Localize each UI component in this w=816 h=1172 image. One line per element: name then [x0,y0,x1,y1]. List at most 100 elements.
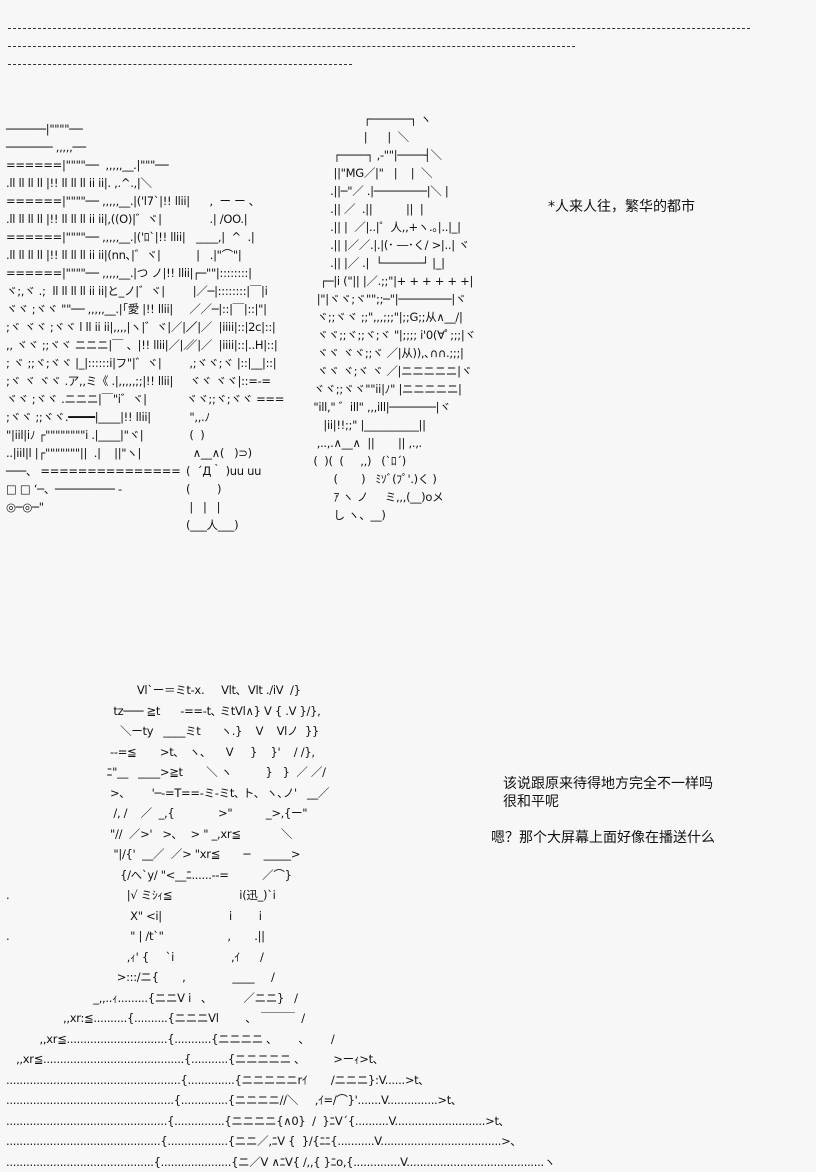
dialogue-line-2: 很和平呢 [503,793,559,811]
ascii-art-line: ＼ーty ____ミt ヽ.} V Vlノ }} [6,721,555,742]
ascii-art-line: {/へ`y/ "<__ﾆ......--= ／⌒} [6,865,555,886]
ascii-art-line: ﾆ"__ ____>≧t ＼ ヽ } } ／ ／/ [6,762,555,783]
ascii-art-line: ヾヾ;;ヾ;ヾヾ === [186,390,284,408]
ascii-art-line: ; ヾ ;;ヾ;ヾヾ |_|::::::i|フ"|゛ヾ| [6,354,197,372]
ascii-art-line: □ □ ‘─、───────── - [6,480,197,498]
ascii-art-line: "// ／>' >､ > " _,xr≦ ＼ [6,824,555,845]
ascii-art-line: し ヽ、__) [310,506,476,524]
ascii-art-line: .||─"／ .|────────|＼ | [310,182,476,200]
ascii-art-line: . |√ ミｼｨ≦ i(迅_)`i [6,885,555,906]
ascii-art-line: ヾヾ ヾヾ;;ヾ ／|从)),､∩∩.;;;| [310,344,476,362]
ascii-art-line: ヾヾ;;ヾ;;ヾ;ヾ "|;;;; i'0(∀ﾟ;;;|ヾ [310,326,476,344]
ascii-art-line [186,174,284,192]
ascii-art-line: (___人___) [186,516,284,534]
ascii-art-line: ======|""""── ,,,,,__.|('ﾛ`|!! llii| [6,228,197,246]
ascii-art-line: , ー ー 、 [186,192,284,210]
ascii-art-line: tz─── ≧t -==-t､ ミtVl∧} V { .V }/}, [6,701,555,722]
ascii-art-line: >､ '─-=T==-ミ-ミt､ ト､ ヽ､ノ' __／ [6,783,555,804]
top-rule-3 [8,64,352,65]
ascii-art-line: |"|ヾヾ;ヾ"";;─"|────────|ヾ [310,290,476,308]
ascii-art-line: ",,.ﾉ [186,408,284,426]
dialogue-line-1: 该说跟原来待得地方完全不一样吗 [503,775,713,793]
ascii-art-line: ======|""""── ,,,,,__.|"""── [6,156,197,174]
ascii-art-line: "|/{' __／ ／> "xr≦ ─ _____> [6,844,555,865]
ascii-art-line: ( ´Д｀ )uu uu [186,462,284,480]
big-screen-building-ascii-art: ┌──────┐ ヽ | | ＼ ┌────┐ ,-""|────┤＼ ||"M… [310,110,476,524]
ascii-art-line: ,, ヾヾ ;;ヾヾ ニニニ|￣ 、|!! llii|／|／ [6,336,197,354]
top-rule-1 [8,28,750,29]
ascii-art-line: ┌──────┐ ヽ [310,110,476,128]
city-buildings-ascii-art: ──────|""""───────── ,,,,,──======|""""─… [6,120,197,516]
narration-caption: *人来人往，繁华的都市 [548,198,695,216]
ascii-art-line: .|| |／ .| └──────┘ |_| [310,254,476,272]
ascii-art-line: | | ＼ [310,128,476,146]
ascii-art-line: ,;ヾヾ;ヾ |::|__|::| [186,354,284,372]
city-street-ascii-art: , ー ー 、 .| /OO.| ____,| ^ .| | .|"⌒"| ┌─… [186,120,284,534]
ascii-art-line: ;ヾヾ ;;ヾヾ.━━━━|____|!! llii| [6,408,197,426]
ascii-art-line: .| /OO.| [186,210,284,228]
ascii-art-line: ヾヾ ヾヾ|::=-= [186,372,284,390]
ascii-art-line: ( ) ﾐｿﾞ(ﾌﾟ'.)く ) [310,470,476,488]
character-looking-up-ascii-art: Vl`ー＝ミt-x. Vlt､ Vlt ./iV /} tz─── ≧t -==… [6,680,555,1172]
ascii-art-line: ........................................… [6,1131,555,1152]
ascii-art-line: ヾヾ ;ヾヾ ""── ,,,,,__.|｢愛 |!! llii| [6,300,197,318]
ascii-art-line: ..|iil|l |┌"""""""|| .| ||"ヽ| [6,444,197,462]
ascii-art-line: ======|""""── ,,,,,__.|つ ノ|!! llii| [6,264,197,282]
ascii-art-line: ┌─|i ("|| |／.;;"|+ + + + + +| [310,272,476,290]
ascii-art-line: ,..,.∧__∧ || || ,.,. [310,434,476,452]
ascii-art-line: ( )( ( ,,) (`ﾛ´) [310,452,476,470]
ascii-art-line: ======|""""── ,,,,,__.|('l7`|!! llii| [6,192,197,210]
ascii-art-line: ;ヾ ヾ ヾヾ .ア,,ミ《 .|,,,,,;;|!! llii| [6,372,197,390]
ascii-art-line: ||"MG／|" | | ＼ [310,164,476,182]
ascii-art-line: "|iil|iﾉ ┌""""""""i .|____|"ヾ| [6,426,197,444]
ascii-art-line: ........................................… [6,1152,555,1172]
ascii-art-line: ／|／ |iiii|::|..H|::| [186,336,284,354]
top-rule-2 [8,46,575,47]
ascii-art-line: ヾヾ ヾ;ヾ ヾ ／|ニニニニニ|ヾ [310,362,476,380]
ascii-art-line: ───、 =============== [6,462,197,480]
ascii-art-line: ,ｨ' { `i ,ｲ / [6,947,555,968]
ascii-art-line: ─────── ,,,,,── [6,138,197,156]
ascii-art-line [186,120,284,138]
ascii-art-line: .ll ll ll ll |!! ll ll ll ii ii|. ,.^.,|… [6,174,197,192]
ascii-art-line: ( ) [186,426,284,444]
ascii-art-line: ──────|""""── [6,120,197,138]
ascii-art-line: .|| | ／|..|゜人,,+ヽ.｡|..|_| [310,218,476,236]
ascii-art-line: ,,xr≦...................................… [6,1049,555,1070]
ascii-art-line: ／／─|::|￣|::|"| [186,300,284,318]
ascii-art-line: ,,xr:≦..........{..........{ニニニVl ､ ￣￣￣ … [6,1008,555,1029]
ascii-art-line: |ii|!!;;" |__________|| [310,416,476,434]
ascii-art-line: ヾ;,ヾ .; ll ll ll ll ii ii|と_ノ|゛ヾ| [6,282,197,300]
dialogue-line-3: 嗯？那个大屏幕上面好像在播送什么 [491,829,715,847]
ascii-art-line: --=≦ >t､ ヽ､ V } }' / /}, [6,742,555,763]
ascii-art-line: ／|／ |iiii|::|2c|::| [186,318,284,336]
ascii-art-line: | .|"⌒"| [186,246,284,264]
ascii-art-line: ∧__∧( )⊃) [186,444,284,462]
ascii-art-line: . " | /t`" , .|| [6,926,555,947]
ascii-art-line: ........................................… [6,1070,555,1091]
ascii-art-line: ヾ;;ヾヾ ;;",,,;;;"|;;G;;从∧__/| [310,308,476,326]
ascii-art-line: ,,xr≦..............................{....… [6,1029,555,1050]
ascii-art-line: ( ) [186,480,284,498]
ascii-art-line: | | | [186,498,284,516]
ascii-art-line: ;ヾ ヾヾ ;ヾヾ l ll ii ii|,,,,|ヽ|゛ヾ|／|／ [6,318,197,336]
ascii-art-line: ヾヾ ;ヾヾ .ニニニ|￣"i゛ヾ| [6,390,197,408]
ascii-art-line: ◎─◎─" [6,498,197,516]
ascii-art-line: "ill," ゛ill" ,,,ill|───────|ヾ [310,398,476,416]
ascii-art-line: >:::/ニ{ , ____ / [6,967,555,988]
ascii-art-line: .|| ／ .|| || | [310,200,476,218]
ascii-art-line: ........................................… [6,1090,555,1111]
ascii-art-line: .ll ll ll ll |!! ll ll ll ii ii|,((O)|゛ヾ… [6,210,197,228]
ascii-art-line: Vl`ー＝ミt-x. Vlt､ Vlt ./iV /} [6,680,555,701]
ascii-art-line [186,138,284,156]
ascii-art-line [186,156,284,174]
ascii-art-line: .|| |／／.|.|(･ ―･く/ >|..| ヾ [310,236,476,254]
ascii-art-line: ┌─""|::::::::| [186,264,284,282]
ascii-art-line: _,,..ｨ.........{ニニV i ､ ／ニニ} / [6,988,555,1009]
ascii-art-line: .ll ll ll ll |!! ll ll ll ii ii|(nn､|゛ヾ| [6,246,197,264]
ascii-art-line: ヾヾ;;ヾヾ""ii|ﾉ" |ニニニニニ| [310,380,476,398]
ascii-art-line: /, / ／ _,{ >" _>,{ー" [6,803,555,824]
ascii-art-line: ____,| ^ .| [186,228,284,246]
ascii-art-line: ........................................… [6,1111,555,1132]
ascii-art-line: ｱ ヽ ノ ミ,,,(__)oメ [310,488,476,506]
